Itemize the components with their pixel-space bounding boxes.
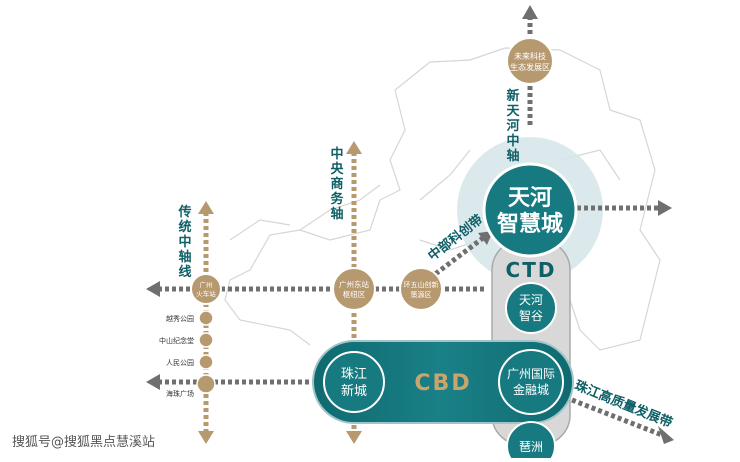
guangzhou-east-node — [332, 267, 376, 311]
tianhe-smart-city-node — [482, 162, 578, 258]
axis-title-char: 轴 — [330, 206, 343, 222]
axis-title-char: 务 — [330, 191, 344, 207]
guangzhou-east-label-1: 广州东站 — [339, 279, 369, 289]
arrow-heads — [146, 5, 674, 444]
haizhu-square-label: 海珠广场 — [166, 389, 194, 398]
guangzhou-railway-label-2: 火车站 — [196, 289, 216, 298]
zhongshan-hall-label: 中山纪念堂 — [159, 336, 194, 345]
ifc-label-2: 金融城 — [513, 382, 549, 397]
yuexiu-park-label: 越秀公园 — [166, 314, 194, 323]
tianhe-zhigu-label-1: 天河 — [519, 293, 543, 307]
ifc-label-1: 广州国际 — [507, 367, 555, 381]
axis-title-char: 中 — [330, 146, 343, 162]
tianhe-smart-city-label-1: 天河 — [508, 186, 552, 211]
pazhou-node — [506, 421, 556, 462]
tianhe-zhigu-node — [505, 282, 557, 334]
axis-title-char: 河 — [506, 118, 519, 134]
huanwushan-node — [399, 267, 443, 311]
tianhe-zhigu-label-2: 智谷 — [519, 308, 543, 323]
tianhe-smart-city-label-2: 智慧城 — [497, 211, 563, 237]
axis-title-char: 轴 — [506, 148, 519, 164]
future-tech-label-1: 未来科技 — [514, 51, 546, 61]
axis-arrows — [158, 18, 663, 438]
axis-title-char: 商 — [330, 176, 343, 192]
axis-title-char: 中 — [506, 133, 519, 149]
zhujiang-new-town-label-2: 新城 — [341, 383, 367, 399]
axis-title-char: 天 — [506, 104, 520, 119]
peoples-park-label: 人民公园 — [166, 359, 194, 367]
new-tianhe-axis-title: 新天河中轴 — [506, 88, 520, 164]
gold-arrow-heads — [198, 141, 362, 444]
guangzhou-railway-node — [190, 273, 222, 305]
cbd-label: CBD — [414, 371, 471, 396]
huanwushan-label-1: 环五山创新 — [404, 280, 439, 289]
haizhu-square-dot — [196, 374, 216, 394]
watermark: 搜狐号@搜狐黑点慧溪站 — [12, 434, 155, 450]
guangzhou-railway-label-1: 广州 — [200, 280, 213, 289]
guangzhou-east-label-2: 枢纽区 — [343, 289, 366, 299]
axis-title-char: 轴 — [178, 249, 191, 265]
pazhou-label: 琶洲 — [519, 440, 543, 454]
axis-title-char: 统 — [178, 219, 191, 235]
ifc-node — [498, 349, 564, 415]
huanwushan-label-2: 策源区 — [411, 290, 432, 299]
zhujiang-new-town-label-1: 珠江 — [341, 367, 367, 382]
axis-title-char: 央 — [330, 161, 344, 177]
peoples-park-dot — [198, 354, 214, 370]
zhujiang-new-town-node — [323, 351, 385, 413]
central-business-axis-title: 中央商务轴 — [330, 146, 344, 222]
traditional-axis-title: 传统中轴线 — [177, 204, 191, 280]
axis-title-char: 新 — [506, 88, 519, 104]
yuexiu-park-dot — [198, 310, 214, 326]
ctd-label: CTD — [506, 258, 557, 282]
axis-title-char: 传 — [177, 204, 191, 220]
axis-title-char: 中 — [178, 234, 191, 250]
future-tech-node — [506, 37, 554, 85]
future-tech-label-2: 生态发展区 — [510, 62, 550, 72]
zhongshan-hall-dot — [198, 332, 214, 348]
axis-title-char: 线 — [178, 264, 191, 280]
